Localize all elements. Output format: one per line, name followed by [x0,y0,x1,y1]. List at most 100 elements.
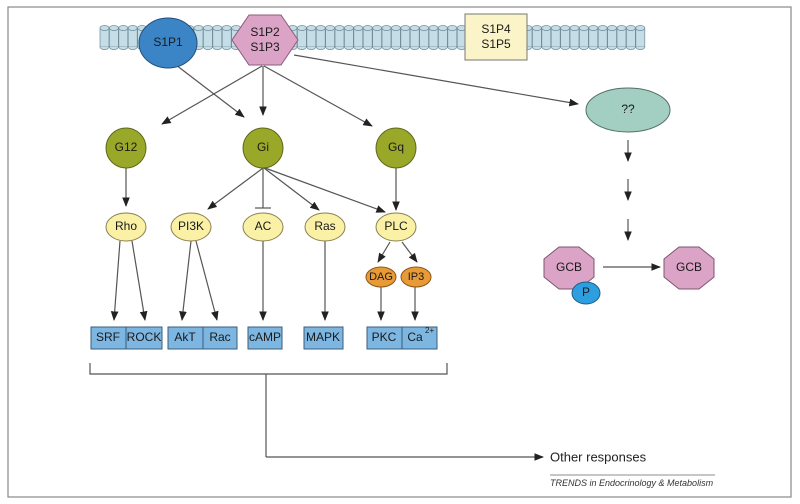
effector-rho: Rho [105,212,147,242]
membrane-lipid [109,25,119,50]
effector-ras-label: Ras [314,219,335,233]
arrow-s1p23-unknown [293,54,579,107]
membrane-lipid [203,25,213,50]
output-rac: Rac [209,330,230,344]
membrane-lipid [193,25,204,50]
arrow-rho-rock [131,240,148,321]
membrane-lipid [409,25,420,50]
output-akt: AkT [174,330,196,344]
receptor-s1p1: S1P1 [138,17,198,69]
membrane-lipid [400,25,411,50]
membrane-lipid [99,25,110,50]
effector-pi3k-label: PI3K [178,219,204,233]
arrow-gi-pi3k [207,167,264,210]
membrane-lipid [315,25,326,50]
receptor-s1p4-label: S1P4 [481,22,511,36]
membrane-lipid [391,25,401,50]
membrane-lipid [353,25,364,50]
receptor-s1p1-label: S1P1 [153,35,183,49]
membrane-lipid [560,25,570,50]
membrane-lipid [456,25,467,50]
arrow-gi-ras [263,167,320,211]
outputs-bracket [89,363,448,375]
gcb-dephosphorylated-label: GCB [676,260,702,274]
gprotein-gq: Gq [375,127,417,169]
membrane-lipid [419,25,429,50]
membrane-lipid [579,25,589,50]
arrow-s1p23-gq [263,65,373,127]
membrane-lipid [541,25,552,50]
membrane-lipid [607,25,617,50]
effector-plc: PLC [375,212,417,242]
output-srf: SRF [96,330,120,344]
membrane-lipid [597,25,608,50]
gprotein-g12: G12 [105,127,147,169]
membrane-lipid [221,25,232,50]
output-pkc: PKC [372,330,397,344]
membrane-lipid [428,25,439,50]
membrane-lipid [306,25,317,50]
effector-ac: AC [242,212,284,242]
arrow-gi-plc [264,167,386,213]
gprotein-gq-label: Gq [388,140,404,154]
gprotein-gi-label: Gi [257,140,269,154]
messenger-dag-label: DAG [369,271,393,283]
membrane-lipid [297,25,307,50]
output-boxes: SRF ROCK AkT Rac cAMP MAPK PKC Ca 2+ [90,326,438,350]
membrane-lipid [325,25,335,50]
messenger-ip3: IP3 [400,266,432,288]
journal-footer: TRENDS in Endocrinology & Metabolism [550,478,714,488]
receptor-s1p5-label: S1P5 [481,37,511,51]
membrane-lipid [344,25,354,50]
membrane-lipid [532,25,542,50]
membrane-lipid [362,25,373,50]
membrane-lipid [334,25,345,50]
membrane-lipid [118,25,129,50]
membrane-lipid [588,25,599,50]
unknown-mediator-label: ?? [621,102,635,116]
output-mapk: MAPK [306,330,340,344]
figure-frame [7,6,792,498]
phosphate-label: P [582,285,590,299]
effector-ac-label: AC [255,219,272,233]
connections [89,54,661,461]
arrow-s1p23-g12 [161,65,263,125]
gcb-phosphorylated: GCB P [543,246,601,305]
arrow-s1p1-gi [175,64,245,118]
gcb-dephosphorylated: GCB [663,246,715,290]
arrow-plc-dag [377,241,391,263]
membrane-lipid [626,25,636,50]
effector-plc-label: PLC [384,219,408,233]
membrane-lipid [569,25,580,50]
arrow-plc-ip3 [401,241,418,263]
effector-pi3k: PI3K [170,212,212,242]
receptor-s1p2-s1p3: S1P2 S1P3 [231,14,299,66]
effector-rho-label: Rho [115,219,137,233]
arrow-rho-srf [110,240,121,321]
effector-ras: Ras [304,212,346,242]
gprotein-g12-label: G12 [115,140,138,154]
membrane-lipid [212,25,223,50]
membrane-lipid [616,25,627,50]
membrane-lipid [550,25,561,50]
membrane-lipid [447,25,458,50]
gprotein-gi: Gi [242,127,284,169]
output-camp: cAMP [249,330,281,344]
output-rock: ROCK [127,330,162,344]
unknown-mediator: ?? [585,87,671,133]
arrow-pi3k-rac [195,240,219,321]
membrane-lipid [635,25,646,50]
messenger-dag: DAG [365,266,397,288]
other-responses-label: Other responses [550,449,647,464]
membrane-lipid [127,25,138,50]
gcb-phosphorylated-label: GCB [556,260,582,274]
membrane-lipid [438,25,448,50]
membrane-lipid [381,25,392,50]
output-ca: Ca [407,330,423,344]
receptor-s1p3-label: S1P3 [250,40,280,54]
output-ca-superscript: 2+ [425,326,434,335]
arrow-pi3k-akt [179,240,192,321]
receptor-s1p2-label: S1P2 [250,25,280,39]
messenger-ip3-label: IP3 [408,271,425,283]
